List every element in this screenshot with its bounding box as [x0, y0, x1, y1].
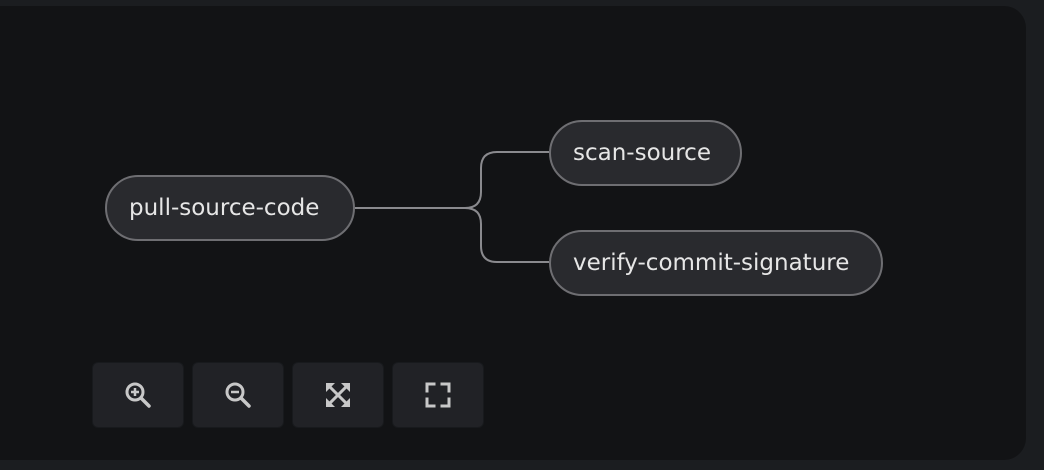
zoom-in-button[interactable] — [92, 362, 184, 428]
zoom-out-button[interactable] — [192, 362, 284, 428]
zoom-out-icon — [225, 382, 251, 408]
zoom-in-icon — [125, 382, 151, 408]
node-pull-source-code[interactable]: pull-source-code — [105, 175, 355, 241]
graph-controls — [92, 362, 484, 428]
node-verify-commit-signature[interactable]: verify-commit-signature — [549, 230, 883, 296]
fullscreen-icon — [425, 382, 451, 408]
fit-view-button[interactable] — [292, 362, 384, 428]
fit-view-icon — [326, 383, 350, 407]
fullscreen-button[interactable] — [392, 362, 484, 428]
node-scan-source[interactable]: scan-source — [549, 120, 742, 186]
